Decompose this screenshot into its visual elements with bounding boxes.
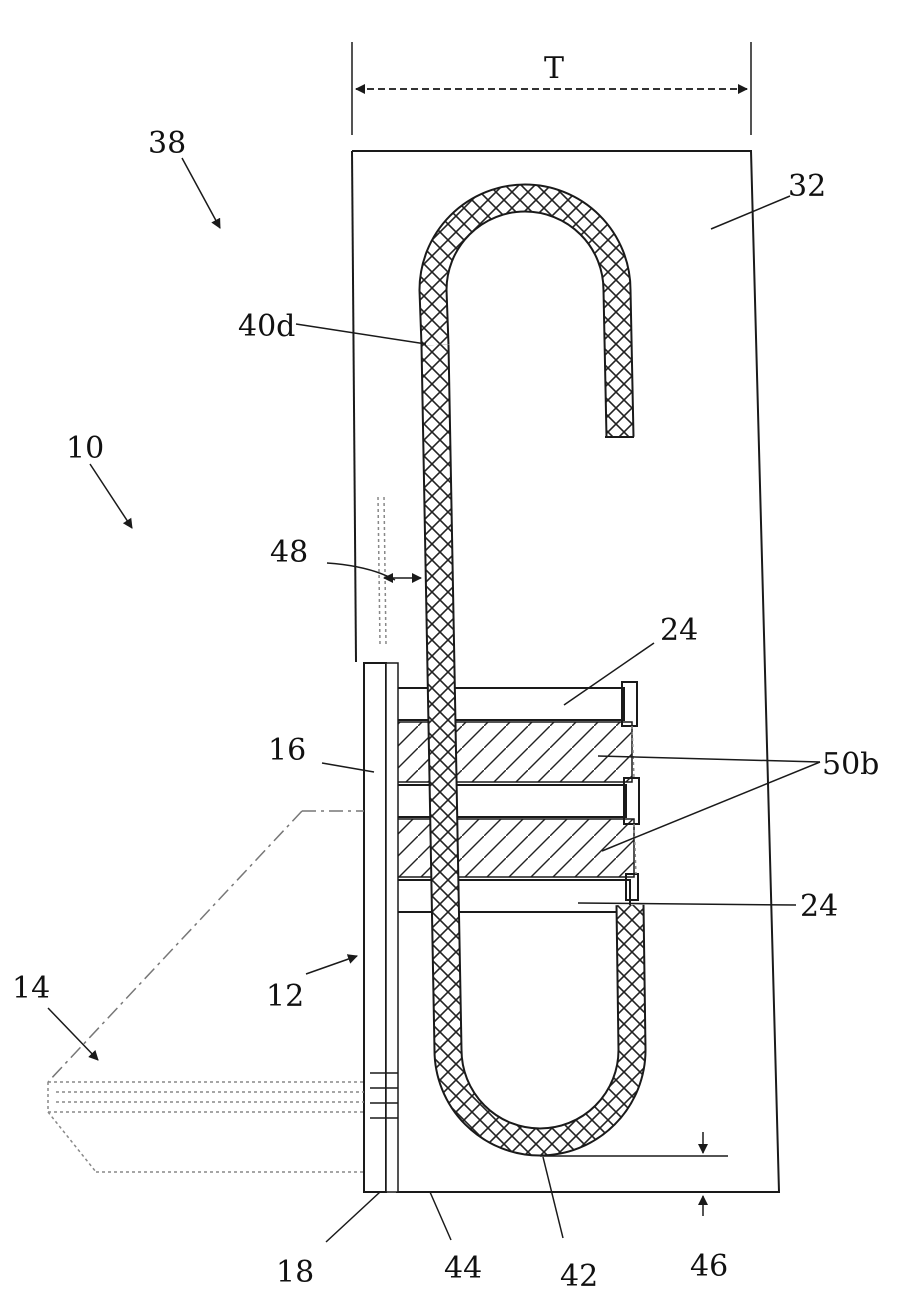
label-12: 12 bbox=[266, 979, 304, 1014]
label-40d: 40d bbox=[238, 309, 295, 344]
label-46: 46 bbox=[690, 1249, 728, 1284]
leader-lines bbox=[47, 157, 821, 1243]
label-24-bottom: 24 bbox=[800, 889, 838, 924]
label-10: 10 bbox=[66, 431, 104, 466]
label-18: 18 bbox=[276, 1255, 314, 1290]
fastener-14 bbox=[47, 810, 364, 1173]
hatched-blocks-50b bbox=[387, 721, 635, 878]
label-38: 38 bbox=[148, 126, 186, 161]
label-44: 44 bbox=[444, 1251, 482, 1286]
label-16: 16 bbox=[268, 733, 306, 768]
block-32 bbox=[352, 150, 781, 1193]
label-50b: 50b bbox=[822, 747, 879, 782]
label-48: 48 bbox=[270, 535, 308, 570]
dimension-46 bbox=[540, 1132, 728, 1216]
label-24-top: 24 bbox=[660, 613, 698, 648]
plate-16 bbox=[363, 662, 387, 1193]
dimension-t bbox=[351, 42, 752, 135]
bar-heads bbox=[621, 681, 640, 901]
label-32: 32 bbox=[788, 169, 826, 204]
label-42: 42 bbox=[560, 1259, 598, 1294]
label-14: 14 bbox=[12, 971, 50, 1006]
label-t: T bbox=[544, 51, 564, 86]
